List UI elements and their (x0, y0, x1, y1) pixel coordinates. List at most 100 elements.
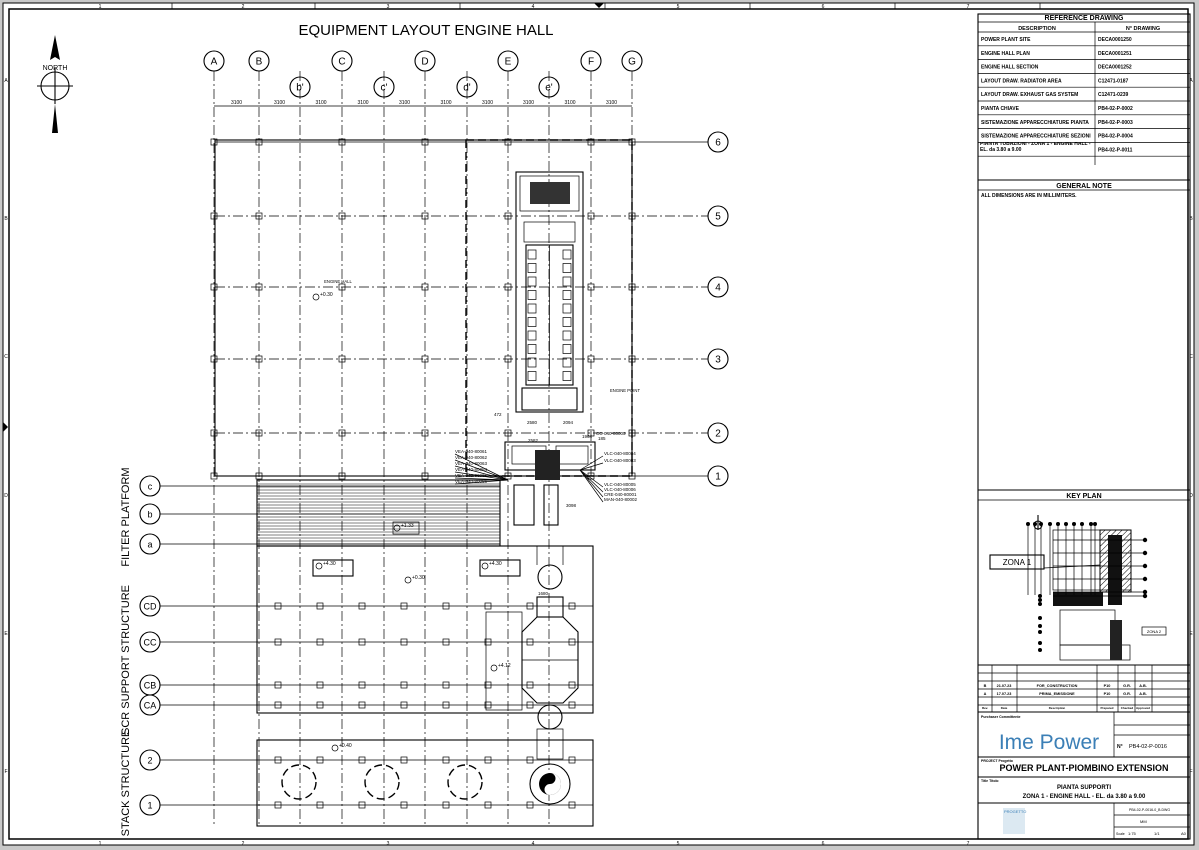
grid-label: b (147, 510, 152, 520)
column-base (400, 681, 408, 689)
equipment-tag: MAN-040-80002 (604, 497, 638, 502)
cylinder (562, 344, 572, 354)
frame-letter: D (4, 493, 8, 499)
column-base (421, 429, 429, 437)
column-base (255, 212, 263, 220)
grid-bubble (707, 348, 729, 370)
dimension-label: 472 (494, 412, 502, 417)
revision-cell: A.B. (1139, 684, 1147, 688)
reference-description: SISTEMAZIONE APPARECCHIATURE SEZIONI (981, 134, 1091, 140)
general-note-text: ALL DIMENSIONS ARE IN MILLIMITERS. (981, 193, 1077, 199)
cylinder (527, 290, 537, 300)
column-base (568, 701, 576, 709)
cylinder (562, 317, 572, 327)
grid-label: 2 (715, 429, 721, 440)
frame-number: 3 (387, 841, 390, 847)
column-base (484, 638, 492, 646)
file-number: PB4-02-P-0016-0_B.DWG (1129, 808, 1170, 812)
frame-letter: B (4, 216, 8, 222)
grid-bubble (248, 50, 270, 72)
north-arrow-icon: NORTH (37, 35, 73, 133)
frame-number: 7 (967, 4, 970, 10)
dimension-label: 1964 (582, 434, 593, 439)
equipment-tag: VEA-040-80064 (455, 467, 488, 472)
dimension-label: 185 (598, 436, 606, 441)
grid-bubble (331, 50, 353, 72)
elevation-mark-icon (490, 664, 498, 672)
reference-number: PB4-02-P-0011 (1098, 147, 1133, 153)
column-base (526, 638, 534, 646)
reference-description: SISTEMAZIONE APPARECCHIATURE PIANTA (981, 120, 1089, 126)
column-header: N° DRAWING (1126, 26, 1160, 32)
cylinder (527, 263, 537, 273)
frame-number: 4 (532, 4, 535, 10)
grid-bubble (139, 631, 161, 653)
column-base (210, 138, 218, 146)
scale-value: 1:75 (1128, 831, 1137, 836)
column-base (504, 138, 512, 146)
grid-bubble (580, 50, 602, 72)
frame-number: 5 (677, 4, 680, 10)
column-base (316, 756, 324, 764)
column-base (358, 602, 366, 610)
revision-cell: 17.07.23 (997, 692, 1012, 696)
column-base (421, 138, 429, 146)
title-line2: ZONA 1 - ENGINE HALL - EL. da 3.80 a 9.0… (1023, 794, 1146, 800)
grid-label: A (211, 57, 218, 68)
section-label: STACK STRUCTURE (120, 730, 132, 837)
grid-bubble (456, 76, 478, 98)
grid-bubble (373, 76, 395, 98)
cylinder (527, 303, 537, 314)
grid-label: 1 (147, 801, 152, 811)
drawing-number: PB4-02-P-0016 (1129, 744, 1167, 750)
dimension-label: 2582 (528, 438, 539, 443)
frame-letter: D (1189, 493, 1193, 499)
reference-drawing-table: PIANTA TUBAZIONI - ZONA 1 - ENGINE HALL … (978, 15, 1190, 165)
stack-structure (256, 739, 594, 827)
elevation-mark-icon (315, 562, 323, 570)
column-base (504, 429, 512, 437)
reference-number: DECA0001252 (1098, 65, 1132, 71)
grid-label: c (148, 482, 153, 492)
column-base (484, 756, 492, 764)
revision-cell: P10 (1104, 692, 1111, 696)
dimension-label: 3100 (357, 100, 368, 106)
frame-letter: A (1189, 78, 1193, 84)
revision-header: Checked (1121, 706, 1134, 710)
equipment-tag: CRE-040-80001 (604, 492, 637, 497)
grid-label: CD (144, 602, 157, 612)
engine-generator: ENGINE POINT (515, 171, 640, 413)
revision-header: Approved (1136, 706, 1150, 710)
reference-description: ENGINE HALL SECTION (981, 65, 1039, 71)
elevation-label: +0.30 (320, 292, 333, 298)
grid-label: 4 (715, 283, 721, 294)
project-name: POWER PLANT-PIOMBINO EXTENSION (999, 763, 1168, 773)
column-header: DESCRIPTION (1018, 26, 1056, 32)
cylinder (527, 276, 537, 287)
revision-cell: G.R. (1123, 692, 1131, 696)
reference-description: LAYOUT DRAW. EXHAUST GAS SYSTEM (981, 92, 1078, 98)
section-label: FILTER PLATFORM (120, 467, 132, 566)
title-panel (977, 13, 1191, 840)
frame-number: 6 (822, 841, 825, 847)
column-base (421, 355, 429, 363)
column-base (255, 138, 263, 146)
grid-label: 3 (715, 355, 721, 366)
drawing-title: EQUIPMENT LAYOUT ENGINE HALL (298, 22, 553, 39)
equipment-tag: VEA-040-80066 (455, 479, 488, 484)
column-base (484, 801, 492, 809)
grid-bubble (707, 205, 729, 227)
grid-label: G (628, 57, 636, 68)
column-base (338, 138, 346, 146)
ime-power-logo: Ime Power (999, 731, 1099, 754)
grid-bubble (139, 503, 161, 525)
scale-label: Scale (1116, 832, 1125, 836)
dimension-label: 3100 (315, 100, 326, 106)
column-base (504, 212, 512, 220)
column-base (442, 801, 450, 809)
revision-cell: P10 (1104, 684, 1111, 688)
column-base (587, 429, 595, 437)
